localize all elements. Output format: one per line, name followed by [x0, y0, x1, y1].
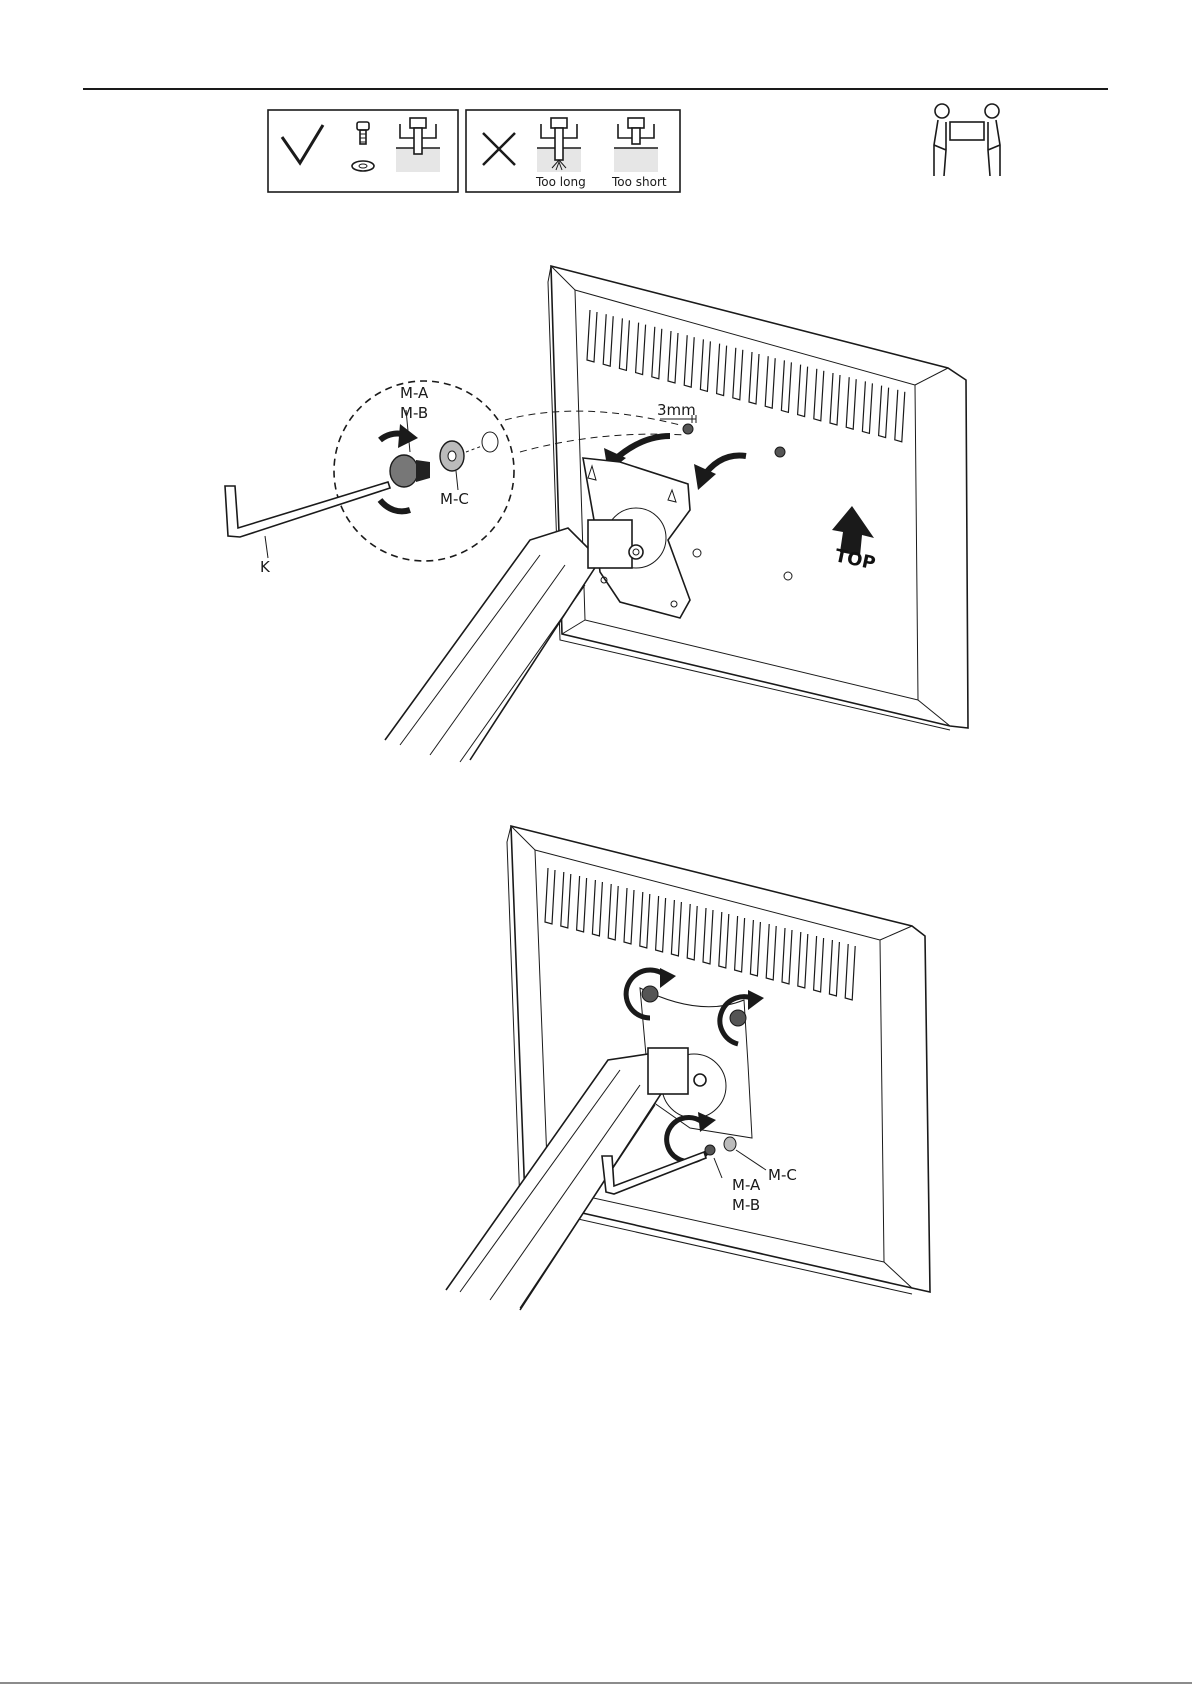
vent-slot — [587, 310, 597, 362]
vent-slot — [814, 369, 824, 421]
label-ma: M-A — [732, 1176, 761, 1194]
washer-mc — [440, 441, 464, 471]
tighten-arrow-icon — [720, 990, 764, 1044]
gap-label: 3mm — [657, 401, 696, 419]
vent-slot — [656, 896, 666, 952]
vent-slot — [561, 872, 571, 928]
top-label: TOP — [833, 545, 877, 574]
vent-slot — [545, 868, 555, 924]
too-short-label: Too short — [611, 175, 667, 189]
vent-slot — [749, 352, 759, 404]
label-mc: M-C — [440, 490, 469, 508]
vent-slot — [671, 900, 681, 956]
step1-illustration: 3mm — [225, 266, 968, 762]
vent-slot — [862, 381, 872, 433]
vent-slot — [719, 912, 729, 968]
vent-slot — [879, 386, 889, 438]
vent-slots — [587, 310, 905, 442]
vent-slot — [750, 920, 760, 976]
bolt-hole — [775, 447, 785, 457]
vent-slot — [830, 373, 840, 425]
vent-slot — [782, 928, 792, 984]
vent-slot — [781, 360, 791, 412]
correct-fit-icon — [396, 118, 440, 172]
vent-slot — [765, 356, 775, 408]
vent-slot — [735, 916, 745, 972]
vent-slot — [592, 880, 602, 936]
vent-slot — [636, 323, 646, 375]
vent-slot — [684, 335, 694, 387]
label-mb: M-B — [400, 404, 428, 422]
washer-icon — [352, 161, 374, 171]
vent-slot — [846, 377, 856, 429]
check-icon — [282, 125, 323, 163]
vent-slot — [640, 892, 650, 948]
too-long-icon — [537, 118, 581, 172]
correct-screw-box — [268, 110, 458, 192]
vent-slot — [733, 348, 743, 400]
vent-slot — [717, 344, 727, 396]
vent-slot — [845, 944, 855, 1000]
screw-icon — [357, 122, 369, 144]
too-long-label: Too long — [535, 175, 586, 189]
bolt-hole — [784, 572, 792, 580]
vent-slot — [703, 908, 713, 964]
vent-slot — [619, 318, 629, 370]
vent-slot — [766, 924, 776, 980]
wrong-screw-box: Too long Too short — [466, 110, 680, 192]
vent-slot — [624, 888, 634, 944]
vent-slots — [545, 868, 855, 1000]
label-ma: M-A — [400, 384, 429, 402]
vent-slot — [652, 327, 662, 379]
vent-slot — [687, 904, 697, 960]
vent-slot — [895, 390, 905, 442]
vent-slot — [798, 365, 808, 417]
vent-slot — [814, 936, 824, 992]
vent-slot — [829, 940, 839, 996]
vent-slot — [700, 339, 710, 391]
bolt-hole — [693, 549, 701, 557]
monitor-arm — [446, 1048, 706, 1310]
two-person-lift-icon — [934, 104, 1000, 176]
vent-slot — [603, 314, 613, 366]
label-mc: M-C — [768, 1166, 797, 1184]
bolt-hole — [683, 424, 693, 434]
label-k: K — [260, 558, 271, 576]
vent-slot — [798, 932, 808, 988]
step2-illustration: M-C M-A M-B — [446, 826, 930, 1310]
cross-icon — [483, 133, 515, 165]
tighten-arrow-icon — [626, 968, 676, 1018]
label-mb: M-B — [732, 1196, 760, 1214]
vent-slot — [668, 331, 678, 383]
too-short-icon — [614, 118, 658, 172]
vent-slot — [577, 876, 587, 932]
vent-slot — [608, 884, 618, 940]
